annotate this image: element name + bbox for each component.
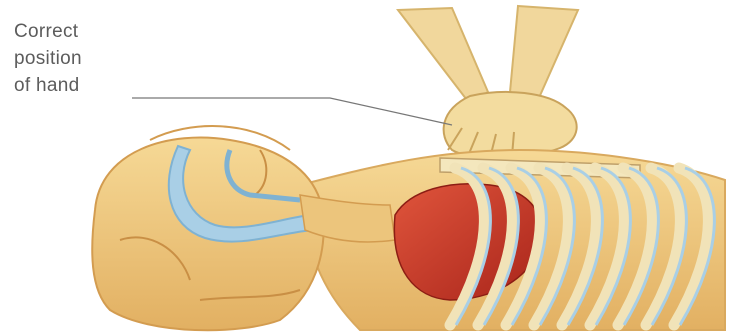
callout-label: Correct position of hand (14, 18, 134, 99)
callout-line-3: of hand (14, 72, 134, 99)
hand-icon (398, 6, 578, 158)
callout-line-1: Correct (14, 18, 134, 45)
callout-line-2: position (14, 45, 134, 72)
callout-leader-line (132, 98, 452, 125)
